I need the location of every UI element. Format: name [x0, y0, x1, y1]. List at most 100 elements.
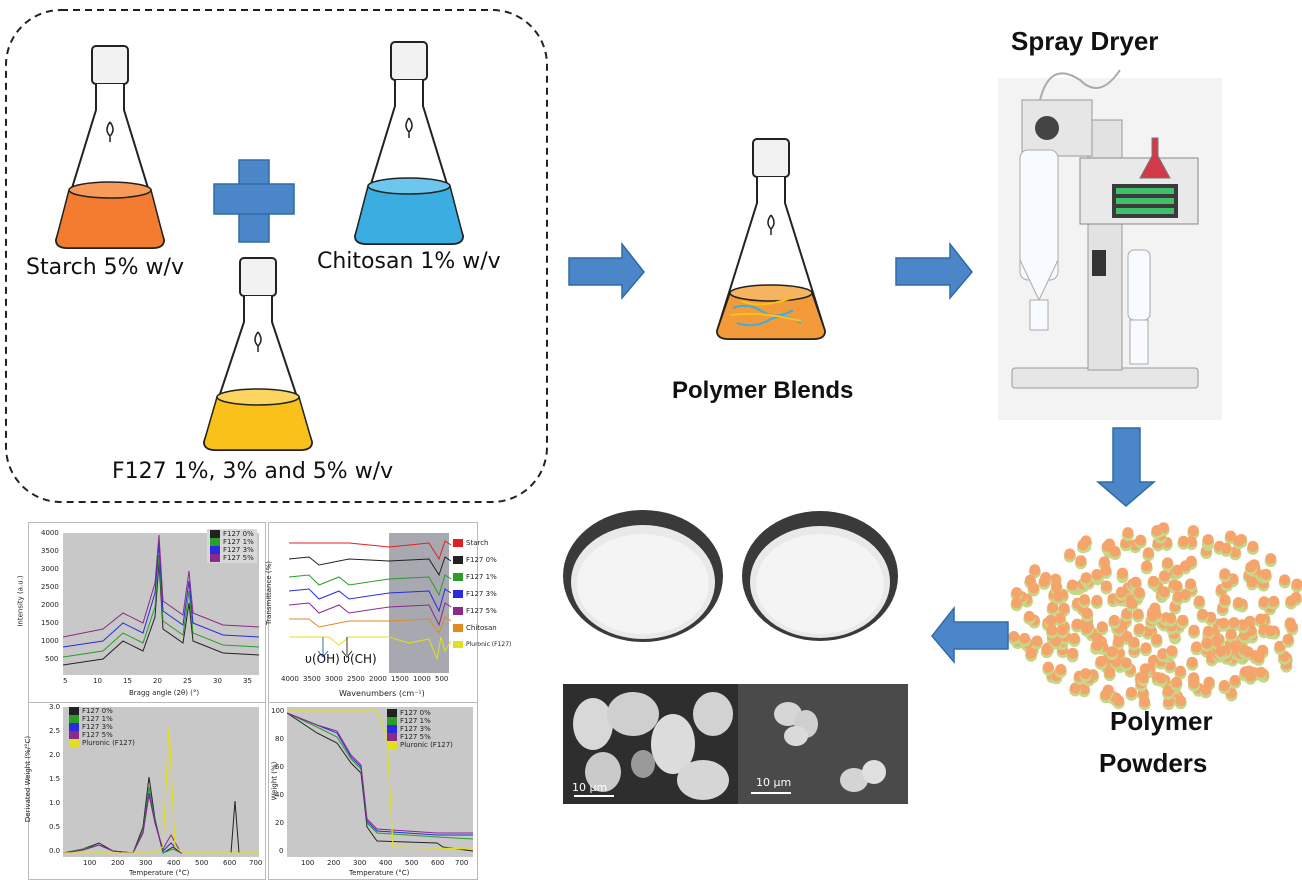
- particle: [1229, 674, 1241, 686]
- particle: [1218, 680, 1230, 691]
- tga-ytick-2: 60: [275, 763, 284, 771]
- particle: [1115, 586, 1127, 598]
- chitosan-label: Chitosan 1% w/v: [317, 249, 501, 274]
- tga-xtick-1: 200: [327, 859, 341, 867]
- xrd-xtick-1: 10: [93, 677, 102, 685]
- ftir-xtick-0: 4000: [281, 675, 299, 683]
- particle: [1140, 642, 1152, 654]
- dtg-ylabel: Derivated Weight (%/°C): [24, 735, 33, 823]
- particle: [1178, 535, 1189, 547]
- dtg-xtick-6: 700: [249, 859, 263, 867]
- tga-ytick-0: 100: [271, 707, 285, 715]
- xrd-xtick-4: 25: [183, 677, 192, 685]
- ftir-chart: υ(OH) υ(CH) Starch F127 0% F127 1% F127 …: [265, 522, 511, 704]
- particle: [1100, 689, 1112, 701]
- sem-scale-label-left: 10 μm: [572, 781, 608, 794]
- xrd-xtick-3: 20: [153, 677, 162, 685]
- particle: [1174, 665, 1186, 677]
- dtg-xlabel: Temperature (°C): [129, 869, 190, 877]
- particle: [1200, 684, 1212, 696]
- xrd-ytick-0: 4000: [41, 529, 59, 537]
- ftir-xlabel: Wavenumbers (cm⁻¹): [339, 689, 425, 698]
- particle: [1211, 635, 1223, 647]
- particle: [1054, 612, 1066, 624]
- particle: [1139, 696, 1151, 708]
- particle: [1096, 621, 1108, 633]
- tga-legend-1: F127 1%: [387, 717, 453, 725]
- particle: [1219, 594, 1231, 606]
- ftir-xtick-2: 3000: [325, 675, 343, 683]
- particle: [1028, 582, 1040, 594]
- dtg-ytick-6: 0.0: [49, 847, 61, 855]
- particle: [1158, 586, 1170, 598]
- particle: [1177, 614, 1189, 626]
- particle: [1246, 576, 1258, 588]
- particle: [1108, 614, 1120, 626]
- particle: [1139, 663, 1151, 675]
- particle: [1011, 587, 1023, 599]
- tga-ytick-1: 80: [275, 735, 284, 743]
- xrd-ytick-1: 3500: [41, 547, 59, 555]
- tga-ylabel: Weight (%): [270, 761, 279, 801]
- tga-ytick-4: 20: [275, 819, 284, 827]
- particle: [1191, 641, 1202, 653]
- particle: [1130, 576, 1142, 588]
- particle: [1132, 608, 1144, 620]
- particle: [1079, 594, 1090, 606]
- particle: [1253, 651, 1265, 663]
- dtg-ytick-5: 0.5: [49, 823, 61, 831]
- chitosan-flask: [353, 41, 465, 245]
- xrd-legend-3: F127 5%: [210, 554, 254, 562]
- xrd-legend-1: F127 1%: [210, 538, 254, 546]
- dtg-curves: [63, 726, 259, 854]
- particle: [1126, 686, 1137, 698]
- particle: [1077, 539, 1089, 551]
- particle: [1282, 633, 1294, 645]
- dtg-xtick-3: 400: [167, 859, 181, 867]
- particle: [1265, 625, 1277, 637]
- xrd-ytick-2: 3000: [41, 565, 59, 573]
- particle: [1151, 633, 1163, 645]
- particle: [1091, 594, 1103, 606]
- particle: [1008, 631, 1020, 642]
- particle: [1056, 624, 1068, 636]
- particle: [1045, 614, 1057, 626]
- blend-flask: [715, 138, 827, 340]
- dtg-ytick-3: 1.5: [49, 775, 61, 783]
- particle: [1225, 628, 1237, 640]
- tga-xtick-3: 400: [379, 859, 393, 867]
- dtg-legend-1: F127 1%: [69, 715, 135, 723]
- particle: [1067, 647, 1079, 659]
- ftir-legend-3: F127 3%: [453, 590, 511, 598]
- spray-dryer-image: [998, 69, 1222, 420]
- particle: [1058, 602, 1070, 614]
- particle: [1155, 672, 1167, 684]
- particle: [1055, 664, 1067, 675]
- particle: [1185, 578, 1197, 590]
- tga-xtick-4: 500: [405, 859, 419, 867]
- xrd-ytick-4: 2000: [41, 601, 59, 609]
- particle: [1215, 645, 1227, 657]
- particle: [1187, 525, 1199, 537]
- dtg-xtick-5: 600: [223, 859, 237, 867]
- polymer-blends-label: Polymer Blends: [672, 377, 854, 404]
- particle: [1203, 625, 1214, 637]
- ftir-legend-0: Starch: [453, 539, 511, 547]
- xrd-ylabel: Intensity (a.u.): [16, 575, 25, 627]
- particle: [1171, 676, 1182, 688]
- ftir-xtick-1: 3500: [303, 675, 321, 683]
- dtg-xtick-2: 300: [139, 859, 153, 867]
- xrd-ytick-5: 1500: [41, 619, 59, 627]
- particle: [1019, 633, 1031, 644]
- particle: [1218, 617, 1230, 629]
- plus-icon: [213, 159, 295, 243]
- particle: [1066, 579, 1078, 591]
- particle: [1042, 661, 1054, 673]
- xrd-legend-0: F127 0%: [210, 530, 254, 538]
- dtg-ytick-2: 2.0: [49, 751, 61, 759]
- arrow-right-1: [568, 241, 645, 301]
- particle: [1120, 657, 1132, 669]
- f127-label: F127 1%, 3% and 5% w/v: [112, 459, 394, 484]
- tga-legend: F127 0% F127 1% F127 3% F127 5% Pluronic…: [387, 709, 453, 749]
- dtg-xtick-0: 100: [83, 859, 97, 867]
